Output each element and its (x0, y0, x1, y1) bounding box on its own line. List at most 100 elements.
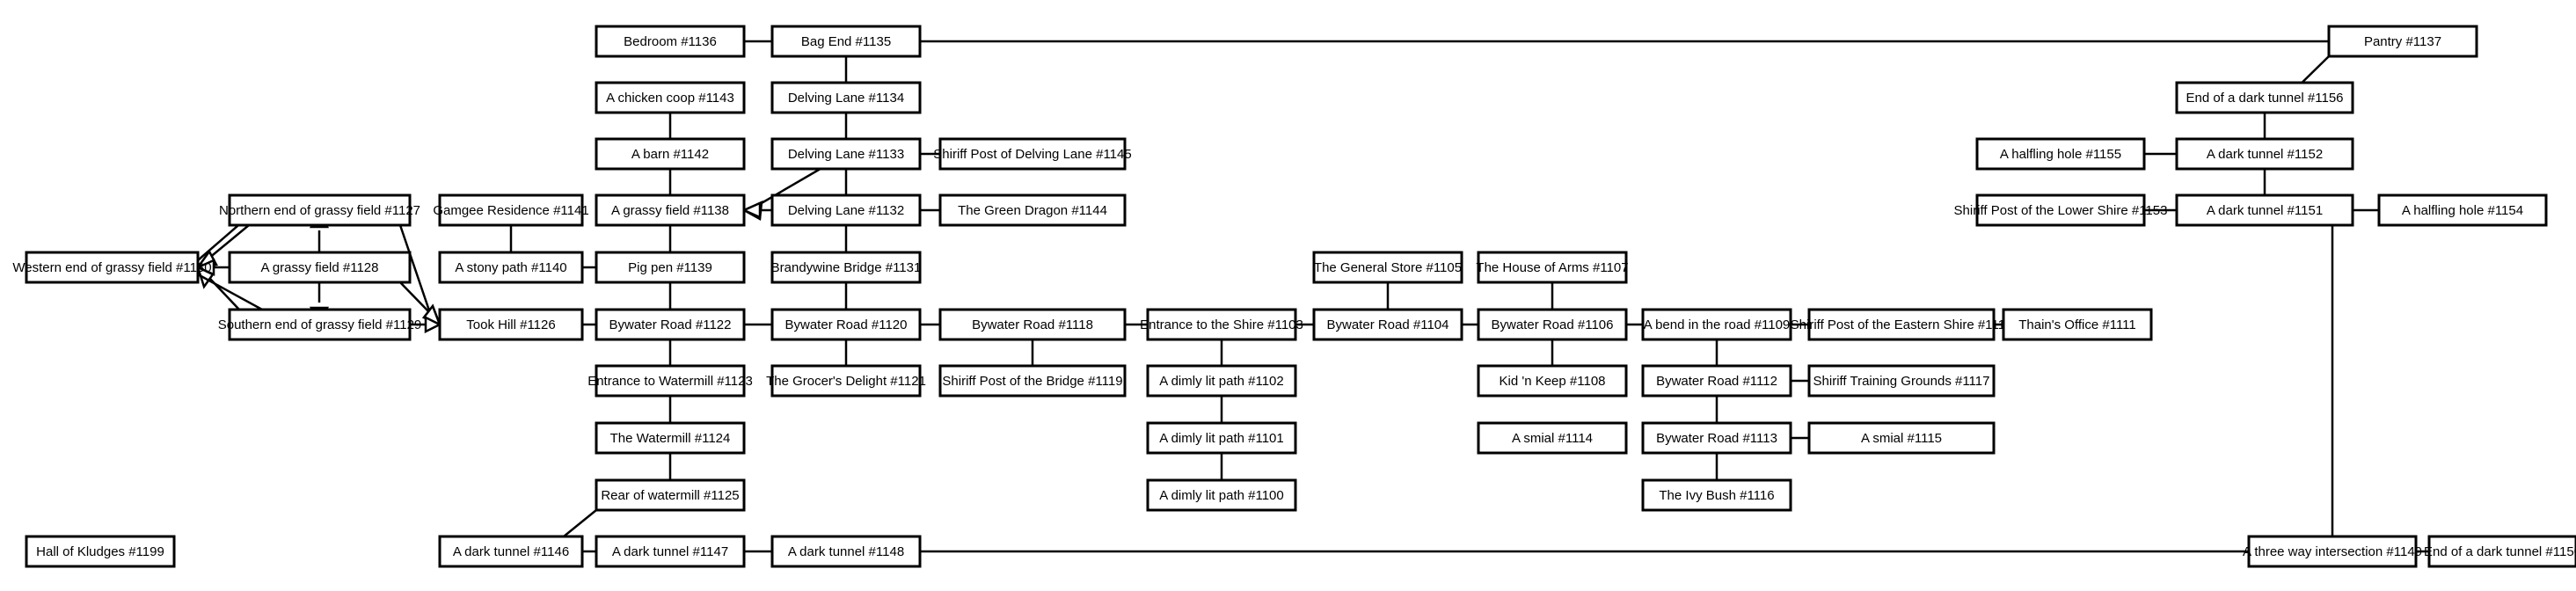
room-box-1119[interactable] (938, 364, 1127, 398)
room-box-1137[interactable] (2327, 25, 2478, 58)
room-node-1119[interactable]: Shiriff Post of the Bridge #1119 (938, 364, 1127, 398)
room-box-1133[interactable] (770, 137, 922, 171)
room-node-1115[interactable]: A smial #1115 (1807, 421, 1996, 455)
room-box-1144[interactable] (938, 193, 1127, 227)
room-box-1125[interactable] (595, 478, 746, 512)
room-node-1149[interactable]: A three way intersection #1149 (2243, 535, 2422, 568)
room-box-1150[interactable] (2427, 535, 2576, 568)
room-node-1122[interactable]: Bywater Road #1122 (595, 308, 746, 341)
room-box-1123[interactable] (595, 364, 746, 398)
room-node-1107[interactable]: The House of Arms #1107 (1476, 251, 1629, 284)
room-node-1128[interactable]: A grassy field #1128 (228, 251, 412, 284)
room-box-1148[interactable] (770, 535, 922, 568)
room-box-1136[interactable] (595, 25, 746, 58)
room-box-1152[interactable] (2175, 137, 2354, 171)
room-box-1111[interactable] (2002, 308, 2153, 341)
room-node-1145[interactable]: Shiriff Post of Delving Lane #1145 (933, 137, 1132, 171)
room-box-1117[interactable] (1807, 364, 1996, 398)
room-box-1149[interactable] (2247, 535, 2418, 568)
room-node-1139[interactable]: Pig pen #1139 (595, 251, 746, 284)
room-node-1144[interactable]: The Green Dragon #1144 (938, 193, 1127, 227)
room-box-1153[interactable] (1975, 193, 2146, 227)
room-box-1135[interactable] (770, 25, 922, 58)
room-node-1103[interactable]: Entrance to the Shire #1103 (1140, 308, 1303, 341)
room-node-1111[interactable]: Thain's Office #1111 (2002, 308, 2153, 341)
room-box-1104[interactable] (1312, 308, 1463, 341)
room-box-1199[interactable] (25, 535, 176, 568)
room-box-1143[interactable] (595, 81, 746, 114)
room-box-1101[interactable] (1146, 421, 1297, 455)
room-box-1151[interactable] (2175, 193, 2354, 227)
room-node-1123[interactable]: Entrance to Watermill #1123 (587, 364, 753, 398)
room-box-1113[interactable] (1641, 421, 1792, 455)
room-box-1146[interactable] (438, 535, 584, 568)
room-node-1100[interactable]: A dimly lit path #1100 (1146, 478, 1297, 512)
room-box-1147[interactable] (595, 535, 746, 568)
room-box-1142[interactable] (595, 137, 746, 171)
room-box-1139[interactable] (595, 251, 746, 284)
room-node-1114[interactable]: A smial #1114 (1477, 421, 1628, 455)
room-box-1127[interactable] (228, 193, 412, 227)
room-node-1106[interactable]: Bywater Road #1106 (1477, 308, 1628, 341)
room-box-1115[interactable] (1807, 421, 1996, 455)
room-box-1130[interactable] (25, 251, 200, 284)
room-node-1140[interactable]: A stony path #1140 (438, 251, 584, 284)
room-box-1108[interactable] (1477, 364, 1628, 398)
room-node-1102[interactable]: A dimly lit path #1102 (1146, 364, 1297, 398)
room-box-1141[interactable] (438, 193, 584, 227)
room-node-1151[interactable]: A dark tunnel #1151 (2175, 193, 2354, 227)
room-box-1156[interactable] (2175, 81, 2354, 114)
room-node-1118[interactable]: Bywater Road #1118 (938, 308, 1127, 341)
room-node-1142[interactable]: A barn #1142 (595, 137, 746, 171)
room-box-1100[interactable] (1146, 478, 1297, 512)
room-box-1107[interactable] (1477, 251, 1628, 284)
room-node-1199[interactable]: Hall of Kludges #1199 (25, 535, 176, 568)
room-node-1136[interactable]: Bedroom #1136 (595, 25, 746, 58)
room-box-1129[interactable] (228, 308, 412, 341)
room-node-1143[interactable]: A chicken coop #1143 (595, 81, 746, 114)
room-node-1108[interactable]: Kid 'n Keep #1108 (1477, 364, 1628, 398)
room-box-1154[interactable] (2377, 193, 2548, 227)
room-node-1127[interactable]: Northern end of grassy field #1127 (219, 193, 420, 227)
room-node-1113[interactable]: Bywater Road #1113 (1641, 421, 1792, 455)
room-node-1156[interactable]: End of a dark tunnel #1156 (2175, 81, 2354, 114)
room-node-1126[interactable]: Took Hill #1126 (438, 308, 584, 341)
room-node-1132[interactable]: Delving Lane #1132 (770, 193, 922, 227)
room-box-1110[interactable] (1807, 308, 1996, 341)
room-box-1105[interactable] (1312, 251, 1463, 284)
room-box-1103[interactable] (1146, 308, 1297, 341)
room-box-1102[interactable] (1146, 364, 1297, 398)
room-node-1109[interactable]: A bend in the road #1109 (1641, 308, 1792, 341)
room-box-1114[interactable] (1477, 421, 1628, 455)
room-node-1101[interactable]: A dimly lit path #1101 (1146, 421, 1297, 455)
room-node-1129[interactable]: Southern end of grassy field #1129 (218, 308, 422, 341)
room-node-1152[interactable]: A dark tunnel #1152 (2175, 137, 2354, 171)
room-box-1122[interactable] (595, 308, 746, 341)
room-box-1138[interactable] (595, 193, 746, 227)
room-node-1117[interactable]: Shiriff Training Grounds #1117 (1807, 364, 1996, 398)
room-box-1120[interactable] (770, 308, 922, 341)
room-box-1134[interactable] (770, 81, 922, 114)
room-node-1105[interactable]: The General Store #1105 (1312, 251, 1463, 284)
room-node-1116[interactable]: The Ivy Bush #1116 (1641, 478, 1792, 512)
room-box-1145[interactable] (938, 137, 1127, 171)
room-box-1132[interactable] (770, 193, 922, 227)
room-node-1121[interactable]: The Grocer's Delight #1121 (766, 364, 926, 398)
room-box-1121[interactable] (770, 364, 922, 398)
room-node-1112[interactable]: Bywater Road #1112 (1641, 364, 1792, 398)
room-box-1131[interactable] (770, 251, 922, 284)
room-node-1125[interactable]: Rear of watermill #1125 (595, 478, 746, 512)
room-node-1153[interactable]: Shiriff Post of the Lower Shire #1153 (1954, 193, 2168, 227)
room-box-1126[interactable] (438, 308, 584, 341)
room-box-1109[interactable] (1641, 308, 1792, 341)
room-node-1130[interactable]: Western end of grassy field #1130 (12, 251, 212, 284)
room-box-1118[interactable] (938, 308, 1127, 341)
room-node-1104[interactable]: Bywater Road #1104 (1312, 308, 1463, 341)
room-node-1148[interactable]: A dark tunnel #1148 (770, 535, 922, 568)
room-node-1137[interactable]: Pantry #1137 (2327, 25, 2478, 58)
room-node-1138[interactable]: A grassy field #1138 (595, 193, 746, 227)
room-node-1150[interactable]: End of a dark tunnel #1150 (2424, 535, 2576, 568)
room-node-1120[interactable]: Bywater Road #1120 (770, 308, 922, 341)
room-box-1116[interactable] (1641, 478, 1792, 512)
room-node-1134[interactable]: Delving Lane #1134 (770, 81, 922, 114)
